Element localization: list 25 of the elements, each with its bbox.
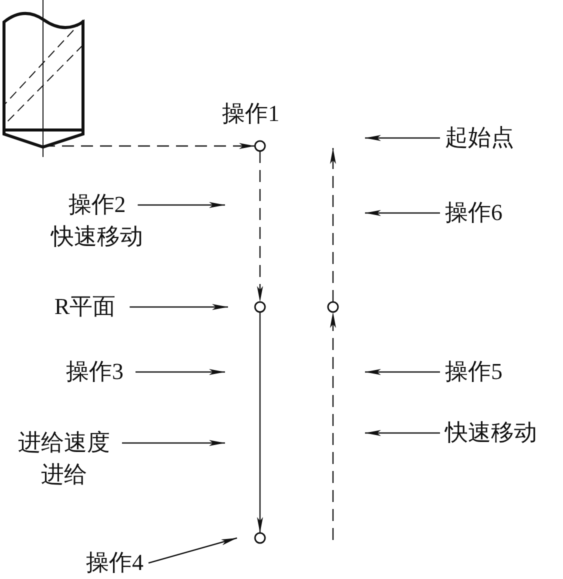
callout-label: 进给速度 xyxy=(18,429,110,457)
callout-label: 进给 xyxy=(41,461,87,489)
path-arrow xyxy=(257,312,263,533)
point-label: 操作1 xyxy=(222,100,280,128)
leader-arrow xyxy=(148,537,238,564)
leader-arrow xyxy=(365,430,440,436)
leader-arrow xyxy=(365,135,440,141)
leader-arrow xyxy=(122,440,225,446)
callout-label: 操作2 xyxy=(68,191,126,219)
leader-arrow xyxy=(138,202,225,208)
callout-label: R平面 xyxy=(54,293,116,321)
callout-label: 操作5 xyxy=(445,358,502,386)
callout-label: 操作4 xyxy=(86,549,144,577)
leader-arrow xyxy=(130,304,228,310)
callout-label: 起始点 xyxy=(445,124,514,152)
leader-arrow xyxy=(365,369,440,375)
callout-label: 操作3 xyxy=(66,358,124,386)
path-arrow xyxy=(330,312,336,540)
callout-label: 操作6 xyxy=(445,199,502,227)
callout-label: 快速移动 xyxy=(51,223,143,251)
callout-label: 快速移动 xyxy=(445,419,537,447)
leader-arrow xyxy=(365,210,440,216)
path-arrow xyxy=(257,151,263,302)
path-arrow xyxy=(330,148,336,302)
leader-arrow xyxy=(136,369,225,375)
